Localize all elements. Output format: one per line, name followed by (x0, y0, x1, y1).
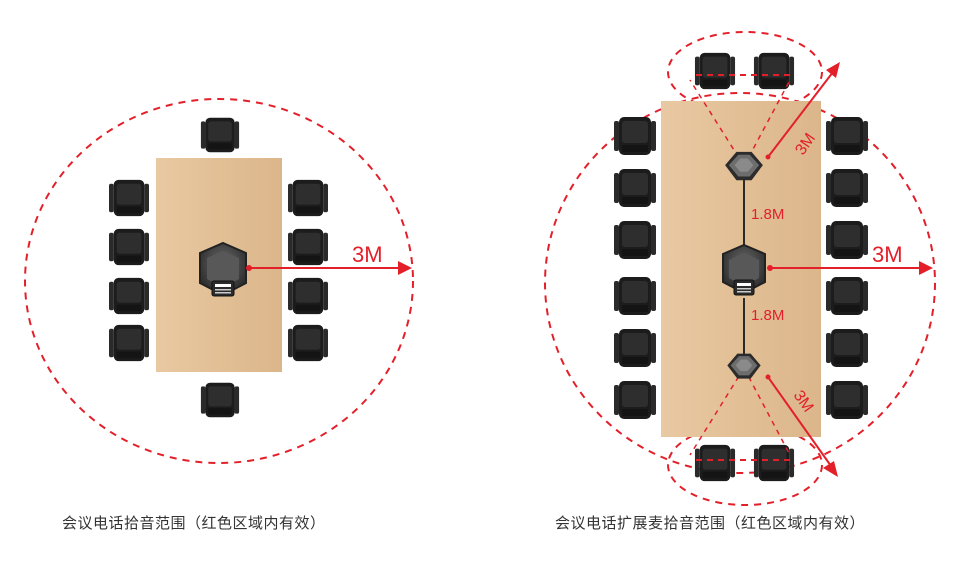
office-chair-icon (826, 277, 868, 315)
right-range-arrow (767, 261, 933, 275)
left-pickup-range-circle (24, 98, 414, 464)
left-range-label: 3M (352, 242, 383, 267)
bottom-mic-range-arrow (765, 374, 838, 477)
office-chair-icon (826, 381, 868, 419)
bottom-mic-cone-left (689, 367, 745, 456)
top-mic-cone-right (743, 79, 791, 167)
office-chair-icon (200, 382, 240, 418)
right-pickup-range-circle (544, 92, 936, 474)
bottom-mic-cone-right (743, 367, 791, 456)
conference-phone-icon (199, 241, 247, 297)
office-chair-icon (288, 277, 328, 315)
office-chair-icon (288, 324, 328, 362)
top-mic-range-arrow (765, 62, 840, 160)
office-chair-icon (614, 221, 656, 259)
right-caption: 会议电话扩展麦拾音范围（红色区域内有效） (555, 514, 866, 532)
right-range-label: 3M (872, 242, 903, 267)
office-chair-icon (826, 169, 868, 207)
office-chair-icon (109, 277, 149, 315)
office-chair-icon (614, 117, 656, 155)
cable-bottom-length-label: 1.8M (751, 307, 784, 324)
office-chair-icon (614, 329, 656, 367)
office-chair-icon (109, 228, 149, 266)
top-mic-range-ellipse (667, 31, 823, 113)
cable-top-length-label: 1.8M (751, 206, 784, 223)
office-chair-icon (109, 324, 149, 362)
office-chair-icon (826, 221, 868, 259)
right-diagram: 3M 3M 3M 1.8M 1.8M (544, 31, 936, 506)
office-chair-icon (826, 329, 868, 367)
left-caption: 会议电话拾音范围（红色区域内有效） (62, 514, 326, 532)
office-chair-icon (694, 52, 736, 90)
office-chair-icon (200, 117, 240, 153)
left-range-arrow (246, 261, 412, 275)
bottom-mic-range-ellipse (667, 424, 823, 506)
office-chair-icon (614, 381, 656, 419)
office-chair-icon (614, 277, 656, 315)
conference-phone-icon (722, 243, 766, 296)
top-mic-cone-left (689, 79, 745, 167)
office-chair-icon (109, 179, 149, 217)
office-chair-icon (694, 444, 736, 482)
office-chair-icon (826, 117, 868, 155)
left-diagram: 3M (24, 98, 414, 464)
office-chair-icon (288, 179, 328, 217)
office-chair-icon (614, 169, 656, 207)
office-chair-icon (288, 228, 328, 266)
